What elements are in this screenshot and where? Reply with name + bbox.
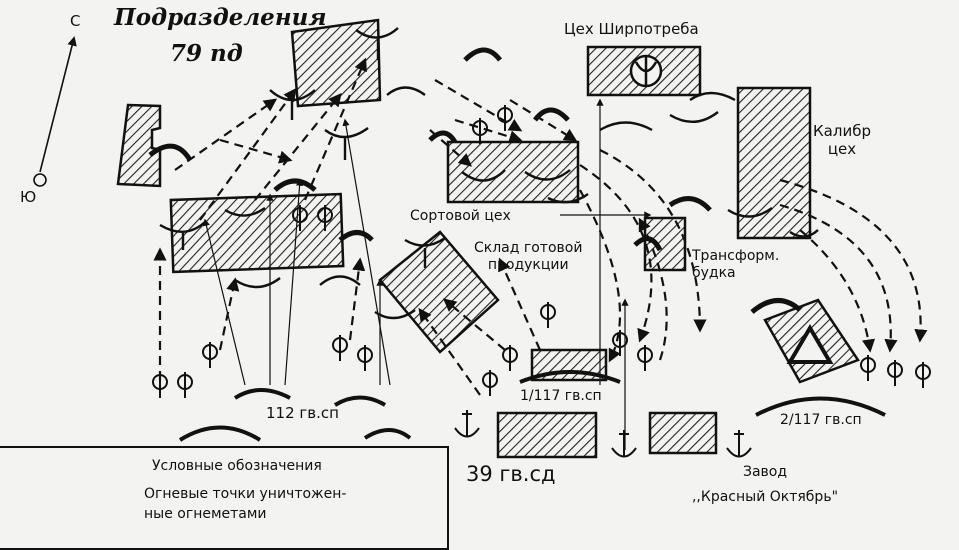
flamethrower-markers [152,105,931,398]
building-left-small [116,103,162,188]
map-title-line1: Подразделения [114,4,327,31]
buildings [116,18,860,459]
building-transformer [643,216,687,272]
building-sorting [446,140,580,204]
label-caliber-line2: цех [827,140,857,158]
building-left-large [169,192,345,274]
building-top-left [290,18,382,108]
label-warehouse: Склад готовой продукции [474,240,582,274]
compass-south-label: Ю [20,188,37,206]
command-posts [454,410,752,458]
enemy-fire-points [159,27,819,320]
building-caliber [736,86,812,240]
fire-lines [202,98,652,450]
legend-box: Условные обозначения Огневые точки уничт… [0,446,449,550]
label-regiment-112: 112 гв.сп [266,404,339,422]
label-warehouse-line1: Склад готовой [474,240,583,256]
legend-heading: Условные обозначения [152,458,322,474]
label-division-39: 39 гв.сд [466,462,556,486]
label-factory-line2: ,,Красный Октябрь" [691,489,839,505]
label-factory: Завод ,,Красный Октябрь" [640,464,890,506]
label-caliber-line1: Калибр [813,122,871,140]
assault-groups [148,47,802,314]
label-consumer-goods: Цех Ширпотреба [564,20,699,38]
label-caliber: Калибр цех [812,122,872,158]
building-39 [496,411,598,459]
label-transformer: Трансформ. будка [692,248,779,282]
label-transformer-line2: будка [692,265,736,281]
label-warehouse-line2: продукции [487,257,569,273]
label-transformer-line1: Трансформ. [692,248,780,264]
building-warehouse [378,230,500,354]
label-factory-line1: Завод [742,464,788,480]
legend-line1: Огневые точки уничтожен- [144,486,347,502]
compass [33,36,77,187]
compass-north-label: С [70,12,81,30]
triangle-marker [786,324,834,364]
unit-positions [178,370,886,442]
label-regiment-1-117: 1/117 гв.сп [520,388,602,404]
consumer-goods-symbol [629,54,663,88]
label-sorting: Сортовой цех [408,208,513,225]
building-factory-small [648,411,718,455]
legend-line2: ные огнеметами [144,506,267,522]
map-title-line2: 79 пд [170,40,243,67]
label-regiment-2-117: 2/117 гв.сп [780,412,862,428]
